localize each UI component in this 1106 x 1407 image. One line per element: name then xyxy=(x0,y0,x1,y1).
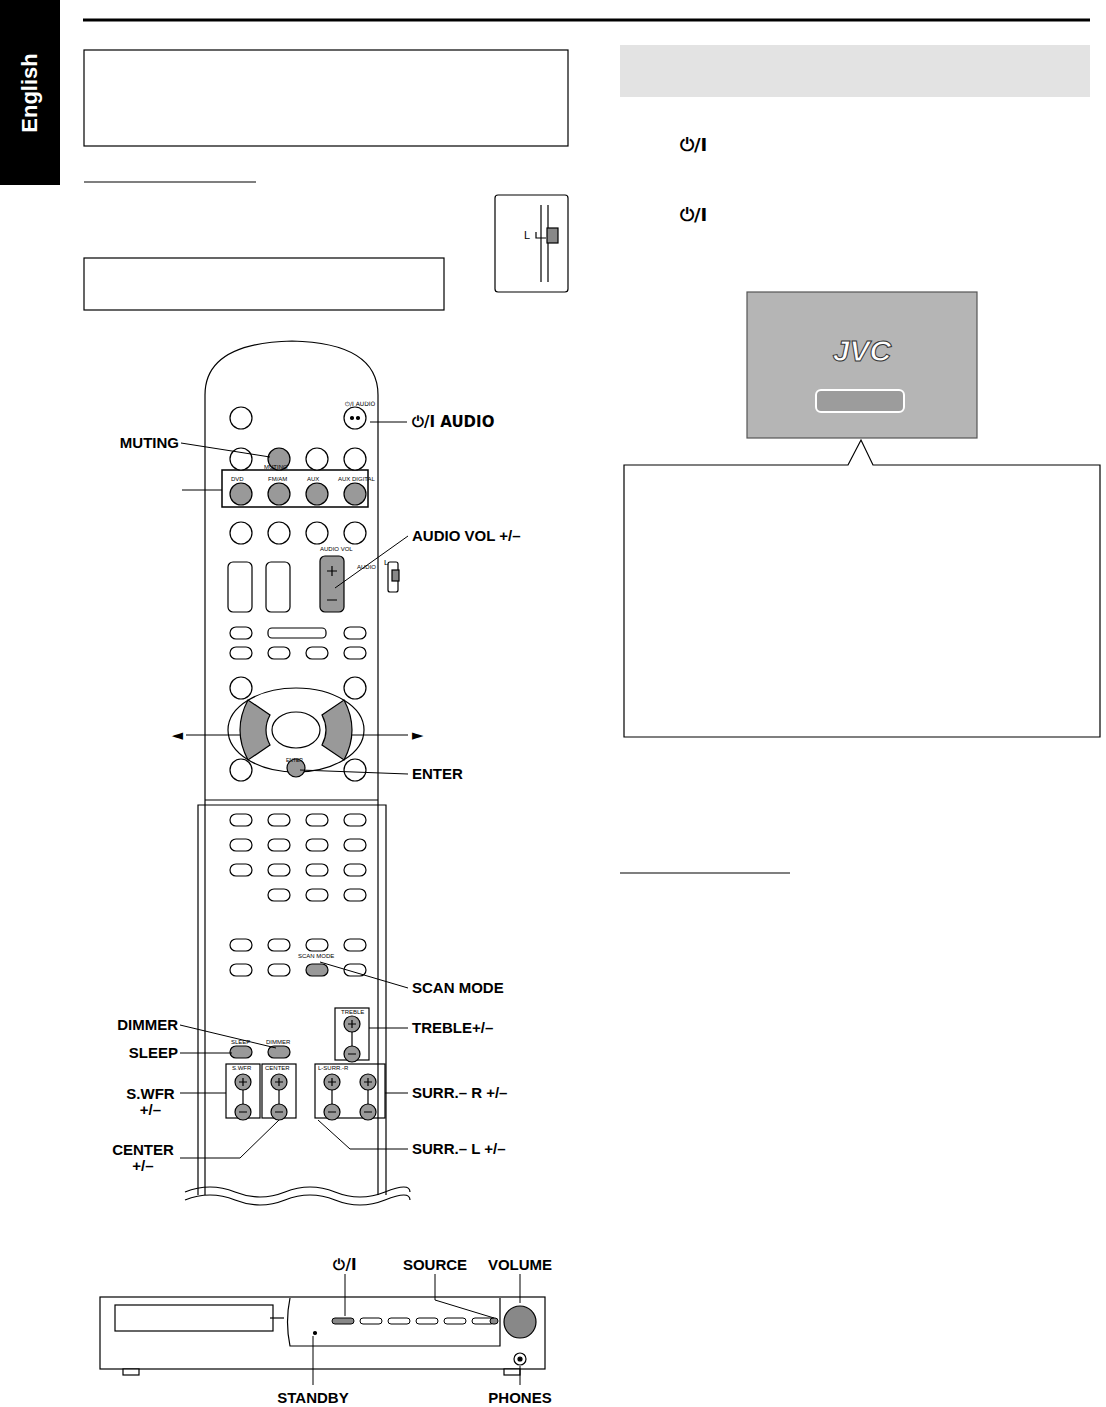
button-print: ⏻/I AUDIO xyxy=(345,401,375,408)
button-print: FM/AM xyxy=(268,476,287,483)
button-print: L-SURR.-R xyxy=(318,1065,348,1072)
button-print: AUDIO VOL xyxy=(320,546,353,553)
button-print: AUX xyxy=(307,476,319,483)
button-name: SLEEP xyxy=(129,1045,178,1062)
power-symbol: ⏻/I xyxy=(680,205,707,225)
brand-logo: JVC xyxy=(833,336,891,366)
button-name: TREBLE+/– xyxy=(412,1020,493,1037)
button-name: ► xyxy=(412,727,424,744)
control-name: VOLUME xyxy=(488,1257,552,1274)
button-name: MUTING xyxy=(120,435,179,452)
button-name: SCAN MODE xyxy=(412,980,504,997)
button-name: AUDIO VOL +/– xyxy=(412,528,521,545)
language-label: English xyxy=(19,53,41,132)
control-name: ⏻/I xyxy=(333,1257,356,1274)
control-name: STANDBY xyxy=(277,1390,348,1407)
button-print: MUTING xyxy=(264,464,288,471)
switch-mark: L xyxy=(524,229,530,241)
control-name: SOURCE xyxy=(403,1257,467,1274)
control-name: PHONES xyxy=(488,1390,551,1407)
button-name: SURR.– L +/– xyxy=(412,1141,506,1158)
button-name: S.WFR +/– xyxy=(123,1086,178,1119)
button-print: SLEEP xyxy=(231,1039,250,1046)
button-print: DVD xyxy=(231,476,244,483)
screen-logo: JVC xyxy=(747,292,977,438)
button-print: S.WFR xyxy=(232,1065,251,1072)
button-print: CENTER xyxy=(265,1065,290,1072)
button-print: SCAN MODE xyxy=(298,953,334,960)
button-name: ⏻/I AUDIO xyxy=(412,414,494,431)
button-print: ENTER xyxy=(286,758,303,764)
button-print: AUDIO xyxy=(357,564,376,571)
switch-mark: L xyxy=(384,559,388,568)
button-name: ◄ xyxy=(171,727,183,744)
language-tab: English xyxy=(0,0,60,185)
button-name: SURR.– R +/– xyxy=(412,1085,507,1102)
button-name: CENTER +/– xyxy=(108,1142,178,1175)
button-name: DIMMER xyxy=(117,1017,178,1034)
button-name: ENTER xyxy=(412,766,463,783)
button-print: TREBLE xyxy=(341,1009,364,1016)
power-symbol: ⏻/I xyxy=(680,135,707,155)
button-print: AUX DIGITAL xyxy=(338,476,375,483)
button-print: DIMMER xyxy=(266,1039,290,1046)
